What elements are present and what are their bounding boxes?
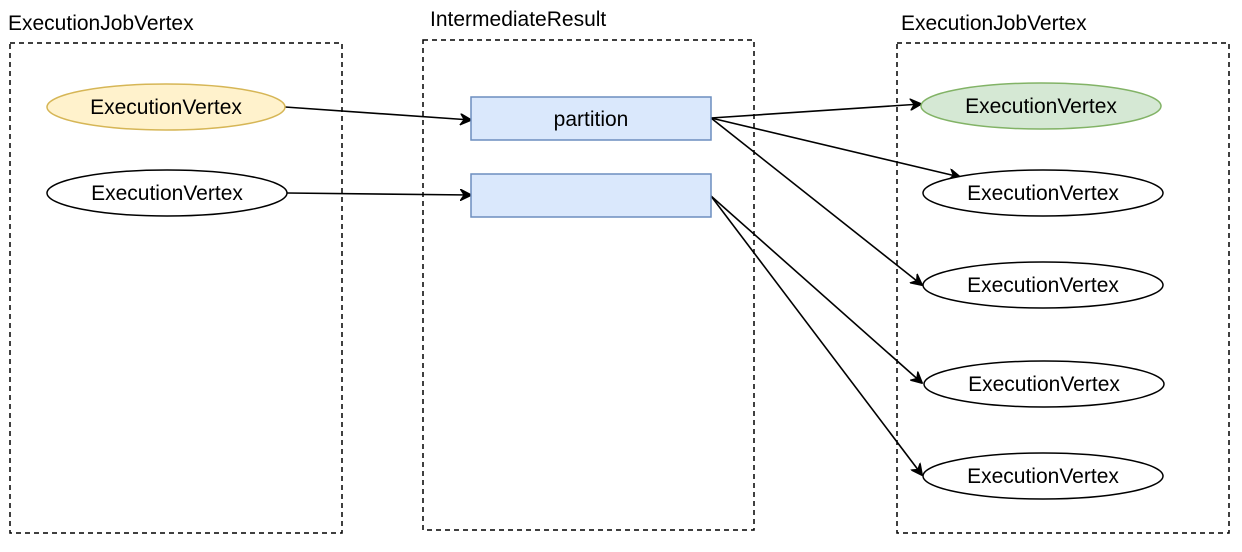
partition-1[interactable]: partition: [470, 96, 712, 141]
edges: [284, 104, 960, 475]
producer-group: ExecutionJobVertex: [8, 12, 343, 534]
partition-2-shape: [470, 173, 712, 218]
consumer-vertex-4-label: ExecutionVertex: [968, 373, 1120, 396]
consumer-vertex-3-shape: [922, 261, 1164, 309]
intermediate-result-group-label: IntermediateResult: [430, 8, 606, 31]
consumer-vertex-4[interactable]: ExecutionVertex: [923, 360, 1165, 408]
producer-vertex-1[interactable]: ExecutionVertex: [46, 83, 286, 131]
consumer-group: ExecutionJobVertex: [896, 12, 1230, 534]
edge-producer-2-to-partition-2: [286, 193, 471, 195]
producer-vertex-2-label: ExecutionVertex: [91, 182, 243, 205]
consumer-vertex-3[interactable]: ExecutionVertex: [922, 261, 1164, 309]
edge-partition-1-to-consumer-3: [710, 117, 922, 285]
producer-vertex-2[interactable]: ExecutionVertex: [46, 169, 288, 217]
intermediate-result-group: IntermediateResult: [422, 8, 755, 531]
consumer-vertex-5-label: ExecutionVertex: [967, 465, 1119, 488]
edge-partition-1-to-consumer-2: [710, 117, 960, 177]
consumer-vertex-2-label: ExecutionVertex: [967, 182, 1119, 205]
producer-vertex-1-shape: [46, 83, 286, 131]
partition-2[interactable]: [470, 173, 712, 218]
consumer-vertex-5-shape: [922, 452, 1164, 500]
edge-partition-2-to-consumer-4: [710, 195, 922, 383]
edge-partition-1-to-consumer-1: [710, 104, 921, 119]
consumer-vertex-3-label: ExecutionVertex: [967, 274, 1119, 297]
edge-partition-2-to-consumer-5: [710, 195, 922, 475]
consumer-vertex-4-shape: [923, 360, 1165, 408]
consumer-group-label: ExecutionJobVertex: [901, 12, 1087, 35]
partition-1-label: partition: [554, 108, 629, 131]
consumer-vertex-5[interactable]: ExecutionVertex: [922, 452, 1164, 500]
consumer-vertex-1[interactable]: ExecutionVertex: [920, 82, 1162, 130]
partition-1-shape: [470, 96, 712, 141]
producer-vertex-2-shape: [46, 169, 288, 217]
consumer-vertex-1-label: ExecutionVertex: [965, 95, 1117, 118]
intermediate-result-group-box: [422, 39, 755, 531]
consumer-vertex-2-shape: [922, 169, 1164, 217]
consumer-vertex-1-shape: [920, 82, 1162, 130]
producer-vertex-1-label: ExecutionVertex: [90, 96, 242, 119]
producer-group-box: [9, 42, 343, 534]
producer-group-label: ExecutionJobVertex: [8, 12, 194, 35]
consumer-group-box: [896, 42, 1230, 534]
edge-producer-1-to-partition-1: [284, 106, 471, 120]
consumer-vertex-2[interactable]: ExecutionVertex: [922, 169, 1164, 217]
